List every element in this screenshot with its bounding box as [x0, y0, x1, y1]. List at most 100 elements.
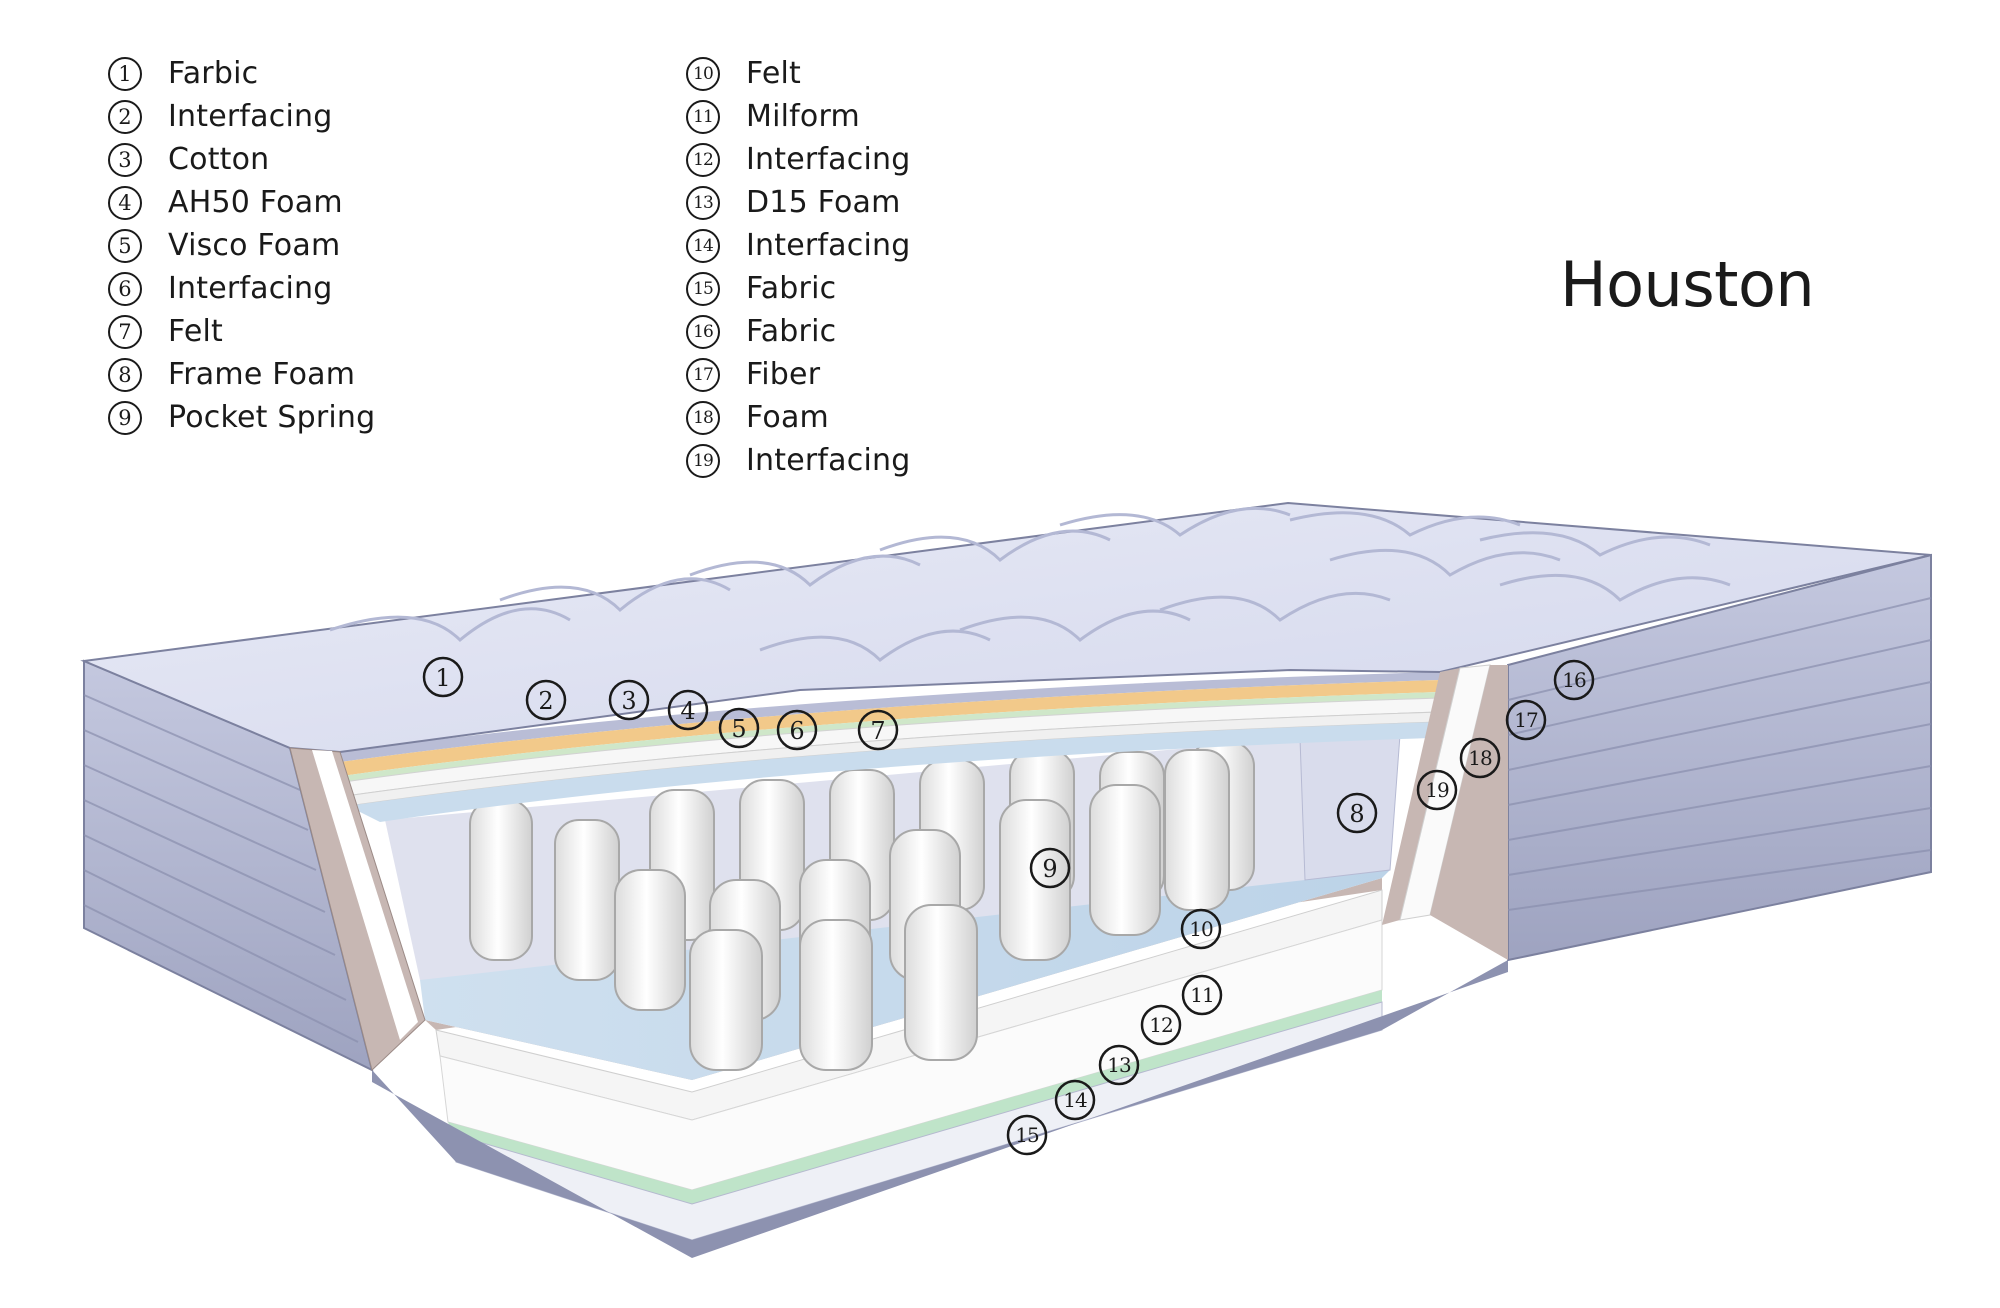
callout-7: 7	[857, 709, 899, 751]
callout-17: 17	[1505, 699, 1547, 741]
legend-label: Milform	[746, 99, 860, 134]
legend-label: Frame Foam	[168, 357, 356, 392]
svg-text:16: 16	[1562, 668, 1586, 692]
legend-number: 9	[108, 400, 142, 435]
svg-text:14: 14	[1063, 1088, 1087, 1112]
legend-number: 1	[108, 56, 142, 91]
legend-label: Foam	[746, 400, 829, 435]
svg-text:9: 9	[1042, 855, 1057, 883]
pocket-spring	[799, 919, 873, 1071]
svg-text:19: 19	[1425, 778, 1449, 802]
legend-number: 15	[686, 271, 720, 306]
callout-18: 18	[1459, 737, 1501, 779]
legend-label: Interfacing	[168, 271, 333, 306]
callout-13: 13	[1098, 1044, 1140, 1086]
legend-label: Fabric	[746, 314, 837, 349]
left-fiber-layer	[312, 750, 418, 1040]
top-layer-cotton	[340, 680, 1440, 776]
callout-4: 4	[667, 689, 709, 731]
callout-15: 15	[1006, 1114, 1048, 1156]
callout-1: 1	[422, 656, 464, 698]
svg-text:15: 15	[1015, 1123, 1039, 1147]
legend-number: 12	[686, 142, 720, 177]
svg-text:17: 17	[1514, 708, 1538, 732]
legend-item: 14 Interfacing	[686, 224, 910, 267]
callout-19: 19	[1416, 769, 1458, 811]
legend-number: 8	[108, 357, 142, 392]
callout-10: 10	[1180, 908, 1222, 950]
legend-number: 10	[686, 56, 720, 91]
legend-number: 13	[686, 185, 720, 220]
legend-label: Fabric	[746, 271, 837, 306]
top-layer-felt	[348, 722, 1440, 822]
svg-text:10: 10	[1189, 917, 1213, 941]
callout-3: 3	[608, 679, 650, 721]
svg-text:4: 4	[680, 697, 695, 725]
legend-item: 7 Felt	[108, 310, 375, 353]
left-side-stripes	[83, 694, 359, 1043]
legend-number: 14	[686, 228, 720, 263]
legend-label: Felt	[168, 314, 223, 349]
legend-number: 6	[108, 271, 142, 306]
legend-item: 19 Interfacing	[686, 439, 910, 482]
pocket-spring	[1089, 784, 1161, 936]
pocket-springs	[469, 741, 1255, 1071]
callout-8: 8	[1336, 792, 1378, 834]
svg-text:2: 2	[538, 687, 553, 715]
callout-5: 5	[718, 707, 760, 749]
svg-text:5: 5	[731, 715, 746, 743]
pocket-spring	[1164, 749, 1230, 911]
legend-item: 8 Frame Foam	[108, 353, 375, 396]
svg-text:6: 6	[789, 717, 804, 745]
legend-item: 13 D15 Foam	[686, 181, 910, 224]
svg-text:12: 12	[1149, 1013, 1172, 1037]
legend-label: Pocket Spring	[168, 400, 376, 435]
callout-14: 14	[1054, 1079, 1096, 1121]
top-layer-ah50-foam	[342, 692, 1440, 782]
legend-number: 11	[686, 99, 720, 134]
pocket-spring	[689, 929, 763, 1071]
legend-number: 4	[108, 185, 142, 220]
legend-label: Farbic	[168, 56, 259, 91]
legend-number: 17	[686, 357, 720, 392]
legend-item: 11 Milform	[686, 95, 910, 138]
callout-2: 2	[525, 679, 567, 721]
legend-label: D15 Foam	[746, 185, 901, 220]
right-side-stripes	[1507, 597, 1932, 911]
legend-label: Interfacing	[746, 443, 911, 478]
legend-label: Interfacing	[746, 228, 911, 263]
pocket-spring	[469, 799, 533, 961]
legend-item: 5 Visco Foam	[108, 224, 375, 267]
svg-text:11: 11	[1190, 983, 1213, 1007]
svg-text:7: 7	[870, 717, 885, 745]
legend-item: 6 Interfacing	[108, 267, 375, 310]
legend-label: Visco Foam	[168, 228, 341, 263]
svg-text:3: 3	[621, 687, 636, 715]
product-title: Houston	[1560, 248, 1815, 321]
callout-16: 16	[1553, 659, 1595, 701]
top-layer-fabric-edge	[340, 672, 1440, 762]
legend-number: 5	[108, 228, 142, 263]
legend-item: 9 Pocket Spring	[108, 396, 375, 439]
pocket-spring	[904, 904, 978, 1061]
legend-label: Cotton	[168, 142, 270, 177]
right-foam-layer	[1430, 665, 1508, 960]
legend-number: 19	[686, 443, 720, 478]
callout-12: 12	[1140, 1004, 1182, 1046]
legend-number: 7	[108, 314, 142, 349]
quilt-stitching	[329, 506, 1731, 662]
svg-text:1: 1	[435, 664, 450, 692]
pocket-spring	[614, 869, 686, 1011]
callout-6: 6	[776, 709, 818, 751]
